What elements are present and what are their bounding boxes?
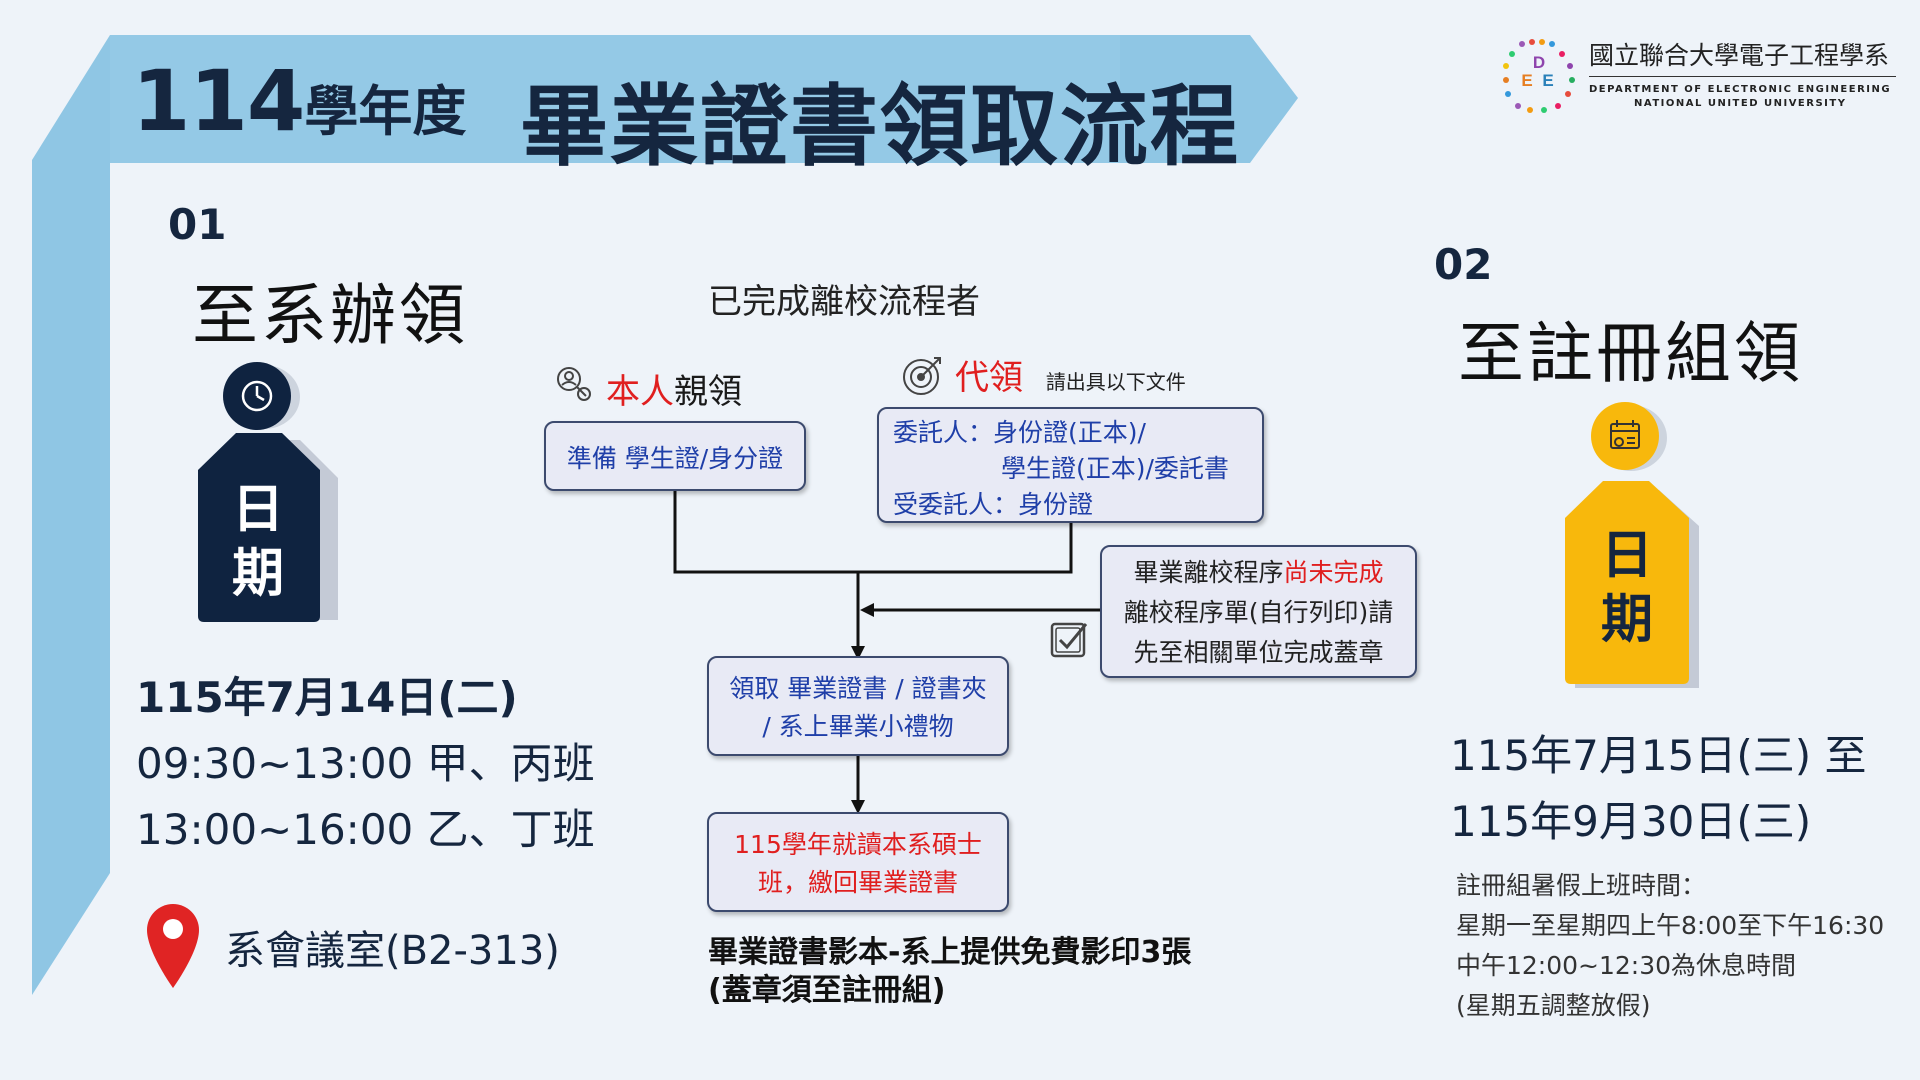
flow-heading: 已完成離校流程者 [708,282,980,322]
receive-line2: / 系上畢業小禮物 [762,712,954,741]
incomplete-line1-a: 畢業離校程序 [1133,558,1284,587]
page-title: 畢業證書領取流程 [520,75,1241,178]
section2-tag-label: 日 期 [1565,524,1689,652]
proxy-note: 請出具以下文件 [1045,370,1186,394]
checkbox-icon [1050,622,1088,658]
svg-text:E: E [1542,71,1553,90]
section1-slot2: 13:00~16:00 乙、丁班 [136,805,595,854]
hours-title: 註冊組暑假上班時間： [1456,871,1707,900]
hours-line1: 星期一至星期四上午8:00至下午16:30 [1456,911,1885,940]
proxy-documents-box: 委託人：身份證(正本)/ 學生證(正本)/委託書 受委託人：身份證 [877,407,1264,523]
self-pickup-red: 本人 [606,372,674,412]
section2-date-tag [1565,402,1699,688]
section2-tag-line2: 期 [1600,590,1653,650]
department-name-en: DEPARTMENT OF ELECTRONIC ENGINEERING [1589,84,1892,95]
section2-number: 02 [1434,240,1493,289]
section2-title: 至註冊組領 [1458,315,1803,392]
section1-tag-line1: 日 [231,480,284,540]
svg-text:D: D [1533,53,1545,72]
self-pickup-rest: 親領 [674,372,742,412]
self-pickup-label: 本人親領 [606,364,742,413]
calendar-icon [1610,420,1640,449]
academic-year: 114學年度 [132,52,466,150]
section2-date-line2: 115年9月30日(三) [1450,797,1812,846]
master-line2: 班，繳回畢業證書 [757,868,958,897]
proxy-red: 代領 [955,358,1023,398]
section1-tag-line2: 期 [231,544,284,604]
receive-certificate-box: 領取 畢業證書 / 證書夾 / 系上畢業小禮物 [707,656,1009,756]
section1-date-tag [198,362,338,622]
logo-divider [1589,76,1896,77]
year-suffix: 學年度 [304,80,467,143]
section1-tag-label: 日 期 [198,478,318,606]
search-people-icon [557,367,591,401]
proxy-line3: 受委託人：身份證 [893,490,1094,519]
proxy-line1: 委託人：身份證(正本)/ [893,418,1146,447]
self-documents-text: 準備 學生證/身分證 [566,444,784,473]
receive-line1: 領取 畢業證書 / 證書夾 [729,674,987,703]
copy-line1: 畢業證書影本-系上提供免費影印3張 [708,935,1192,970]
copy-note: 畢業證書影本-系上提供免費影印3張 (蓋章須至註冊組) [708,934,1191,1010]
section2-tag-line1: 日 [1600,526,1653,586]
hours-line3: (星期五調整放假) [1456,991,1651,1020]
location-pin-icon [147,904,199,988]
department-name-zh: 國立聯合大學電子工程學系 [1589,41,1890,70]
incomplete-line2: 離校程序單(自行列印)請 [1123,598,1394,627]
section1-title: 至系辦領 [192,277,468,354]
university-name-en: NATIONAL UNITED UNIVERSITY [1634,98,1847,109]
section1-number: 01 [168,200,227,249]
department-logo-icon: D E E [1503,39,1575,113]
proxy-line2: 學生證(正本)/委託書 [1001,454,1229,483]
section1-date: 115年7月14日(二) [136,673,518,722]
section2-date-line1: 115年7月15日(三) 至 [1450,731,1867,780]
section1-location: 系會議室(B2-313) [225,928,560,974]
target-icon [903,357,941,395]
hours-line2: 中午12:00~12:30為休息時間 [1456,951,1797,980]
svg-text:E: E [1521,71,1532,90]
incomplete-line1-b: 尚未完成 [1283,558,1384,587]
proxy-pickup-label: 代領 請出具以下文件 [955,350,1186,399]
year-number: 114 [132,52,305,150]
master-return-box: 115學年就讀本系碩士 班，繳回畢業證書 [707,812,1009,912]
section1-slot1: 09:30~13:00 甲、丙班 [136,739,595,788]
incomplete-line3: 先至相關單位完成蓋章 [1133,638,1384,667]
copy-line2: (蓋章須至註冊組) [708,973,946,1008]
clock-icon [241,380,273,412]
master-line1: 115學年就讀本系碩士 [734,830,982,859]
self-documents-box: 準備 學生證/身分證 [544,421,806,491]
incomplete-procedure-box: 畢業離校程序尚未完成 離校程序單(自行列印)請 先至相關單位完成蓋章 [1100,545,1417,678]
